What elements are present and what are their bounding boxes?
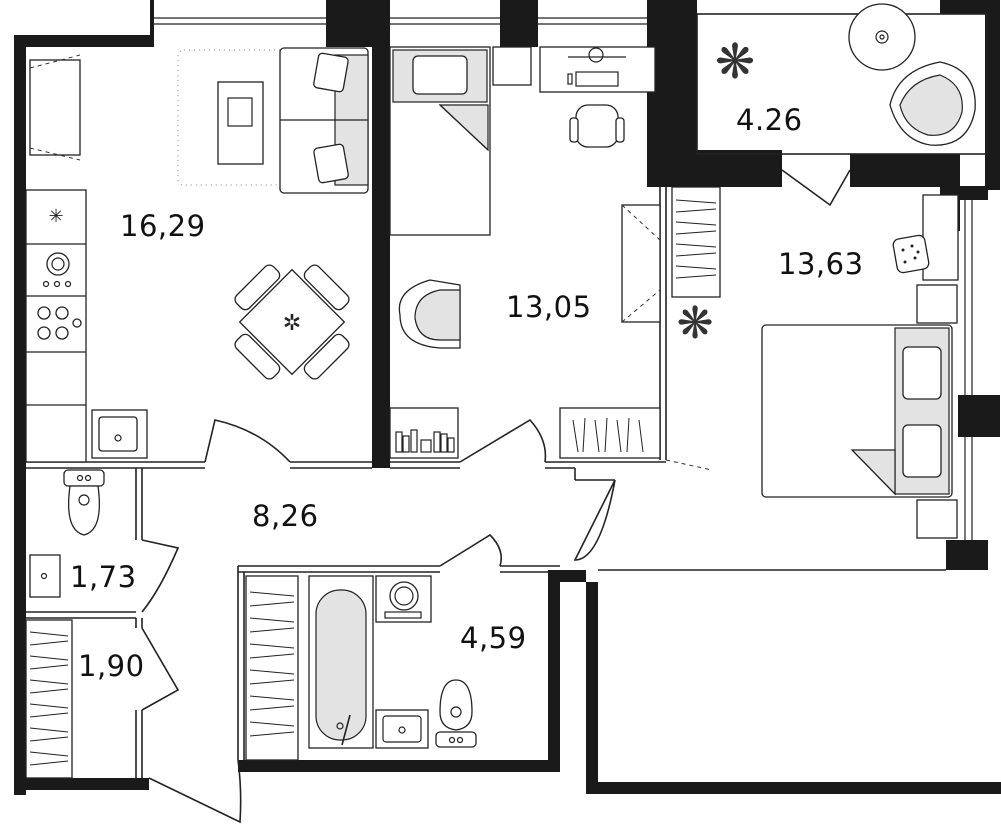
wall-column-top-3: [647, 0, 697, 187]
plant-icon: ❋: [715, 34, 755, 90]
wall-left: [14, 35, 26, 795]
wall-right-bottom: [946, 540, 988, 570]
toilet-tank: [63, 469, 105, 487]
tv-stand: [217, 81, 264, 165]
round-table: [848, 3, 916, 71]
desk-chair: [575, 104, 619, 148]
door-closet: [141, 627, 180, 711]
area-label-hallway: 8,26: [252, 499, 319, 533]
closet-furniture: [25, 619, 73, 779]
dining-table: [234, 264, 350, 380]
wardrobe-bedroom-2: [671, 186, 721, 298]
wall-kitchen-bedroom: [372, 40, 390, 468]
wall-balcony-left: [697, 150, 782, 187]
closet-shelves: [25, 619, 73, 779]
area-label-toilet: 1,73: [70, 560, 137, 594]
door-bedroom-1: [459, 418, 547, 463]
window-jamb: [150, 0, 154, 47]
door-toilet: [141, 539, 180, 613]
area-label-closet: 1,90: [78, 649, 145, 683]
hall-wardrobe: [245, 575, 299, 761]
nightstand: [916, 499, 958, 539]
wall-unit: [621, 204, 661, 323]
wall-column-top-2: [500, 0, 538, 47]
wall-bath-right: [548, 570, 560, 772]
nightstand: [916, 284, 958, 324]
wall-right-column: [958, 395, 1000, 437]
washer-icon: [46, 252, 70, 276]
plant-icon: ✲: [283, 311, 301, 336]
walls: [14, 0, 1001, 795]
wardrobe-bedroom-1: [559, 407, 661, 459]
wall-lower-right-vertical: [586, 582, 598, 794]
toilet-bowl: [439, 679, 473, 731]
bedroom-2-furniture: ❋: [671, 186, 959, 539]
door-bedroom-2: [573, 479, 616, 561]
area-label-kitchen-living: 16,29: [120, 209, 206, 243]
toilet-tank: [435, 731, 477, 748]
fridge-icon: ✳: [48, 206, 63, 227]
wall-bottom-right: [586, 782, 1001, 794]
bedroom-1-furniture: [389, 46, 661, 459]
balcony-furniture: ❋: [715, 3, 976, 146]
wall-top-left: [14, 35, 154, 47]
balcony-outline: [696, 13, 988, 155]
wall-right-corner: [958, 186, 988, 200]
area-label-bedroom-1: 13,05: [506, 290, 592, 324]
wall-right-upper: [985, 0, 1000, 190]
door-entrance: [148, 759, 242, 824]
toilet-bowl: [67, 485, 101, 536]
area-label-balcony: 4.26: [736, 103, 803, 137]
cooker-hood: [29, 59, 81, 156]
wall-step: [560, 570, 586, 582]
door-balcony: [781, 169, 851, 207]
door-kitchen: [204, 419, 291, 463]
plant-icon: ❋: [677, 298, 714, 349]
toilet-furniture: [29, 469, 105, 598]
wall-column-top: [326, 0, 390, 47]
area-label-bathroom: 4,59: [460, 621, 527, 655]
desk: [922, 194, 959, 281]
desk: [539, 46, 656, 93]
wall-bottom-left: [14, 778, 149, 790]
door-bathroom: [439, 533, 503, 567]
wall-balcony-right: [850, 154, 960, 187]
area-label-bedroom-2: 13,63: [778, 247, 864, 281]
kitchen-furniture: ✳: [25, 47, 369, 463]
hand-sink: [29, 554, 61, 598]
nightstand: [492, 46, 532, 86]
bathroom-furniture: [245, 575, 477, 761]
stove-icon: [37, 306, 51, 320]
wall-bottom-bath: [238, 760, 560, 772]
doors: [141, 169, 851, 824]
